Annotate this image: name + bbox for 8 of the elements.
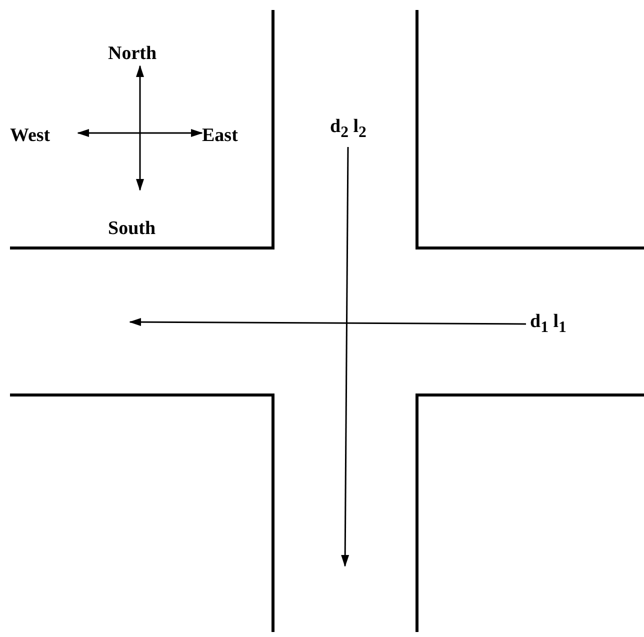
path-arrow [129, 318, 526, 326]
direction-label: West [10, 126, 50, 145]
direction-label: North [108, 44, 157, 63]
path-arrow [341, 147, 350, 567]
direction-label: East [202, 126, 238, 145]
direction-label: South [108, 219, 156, 238]
path-label: d$_{2}$ l$_{2}$ [330, 117, 366, 141]
path-label: d$_{1}$ l$_{1}$ [530, 312, 566, 336]
